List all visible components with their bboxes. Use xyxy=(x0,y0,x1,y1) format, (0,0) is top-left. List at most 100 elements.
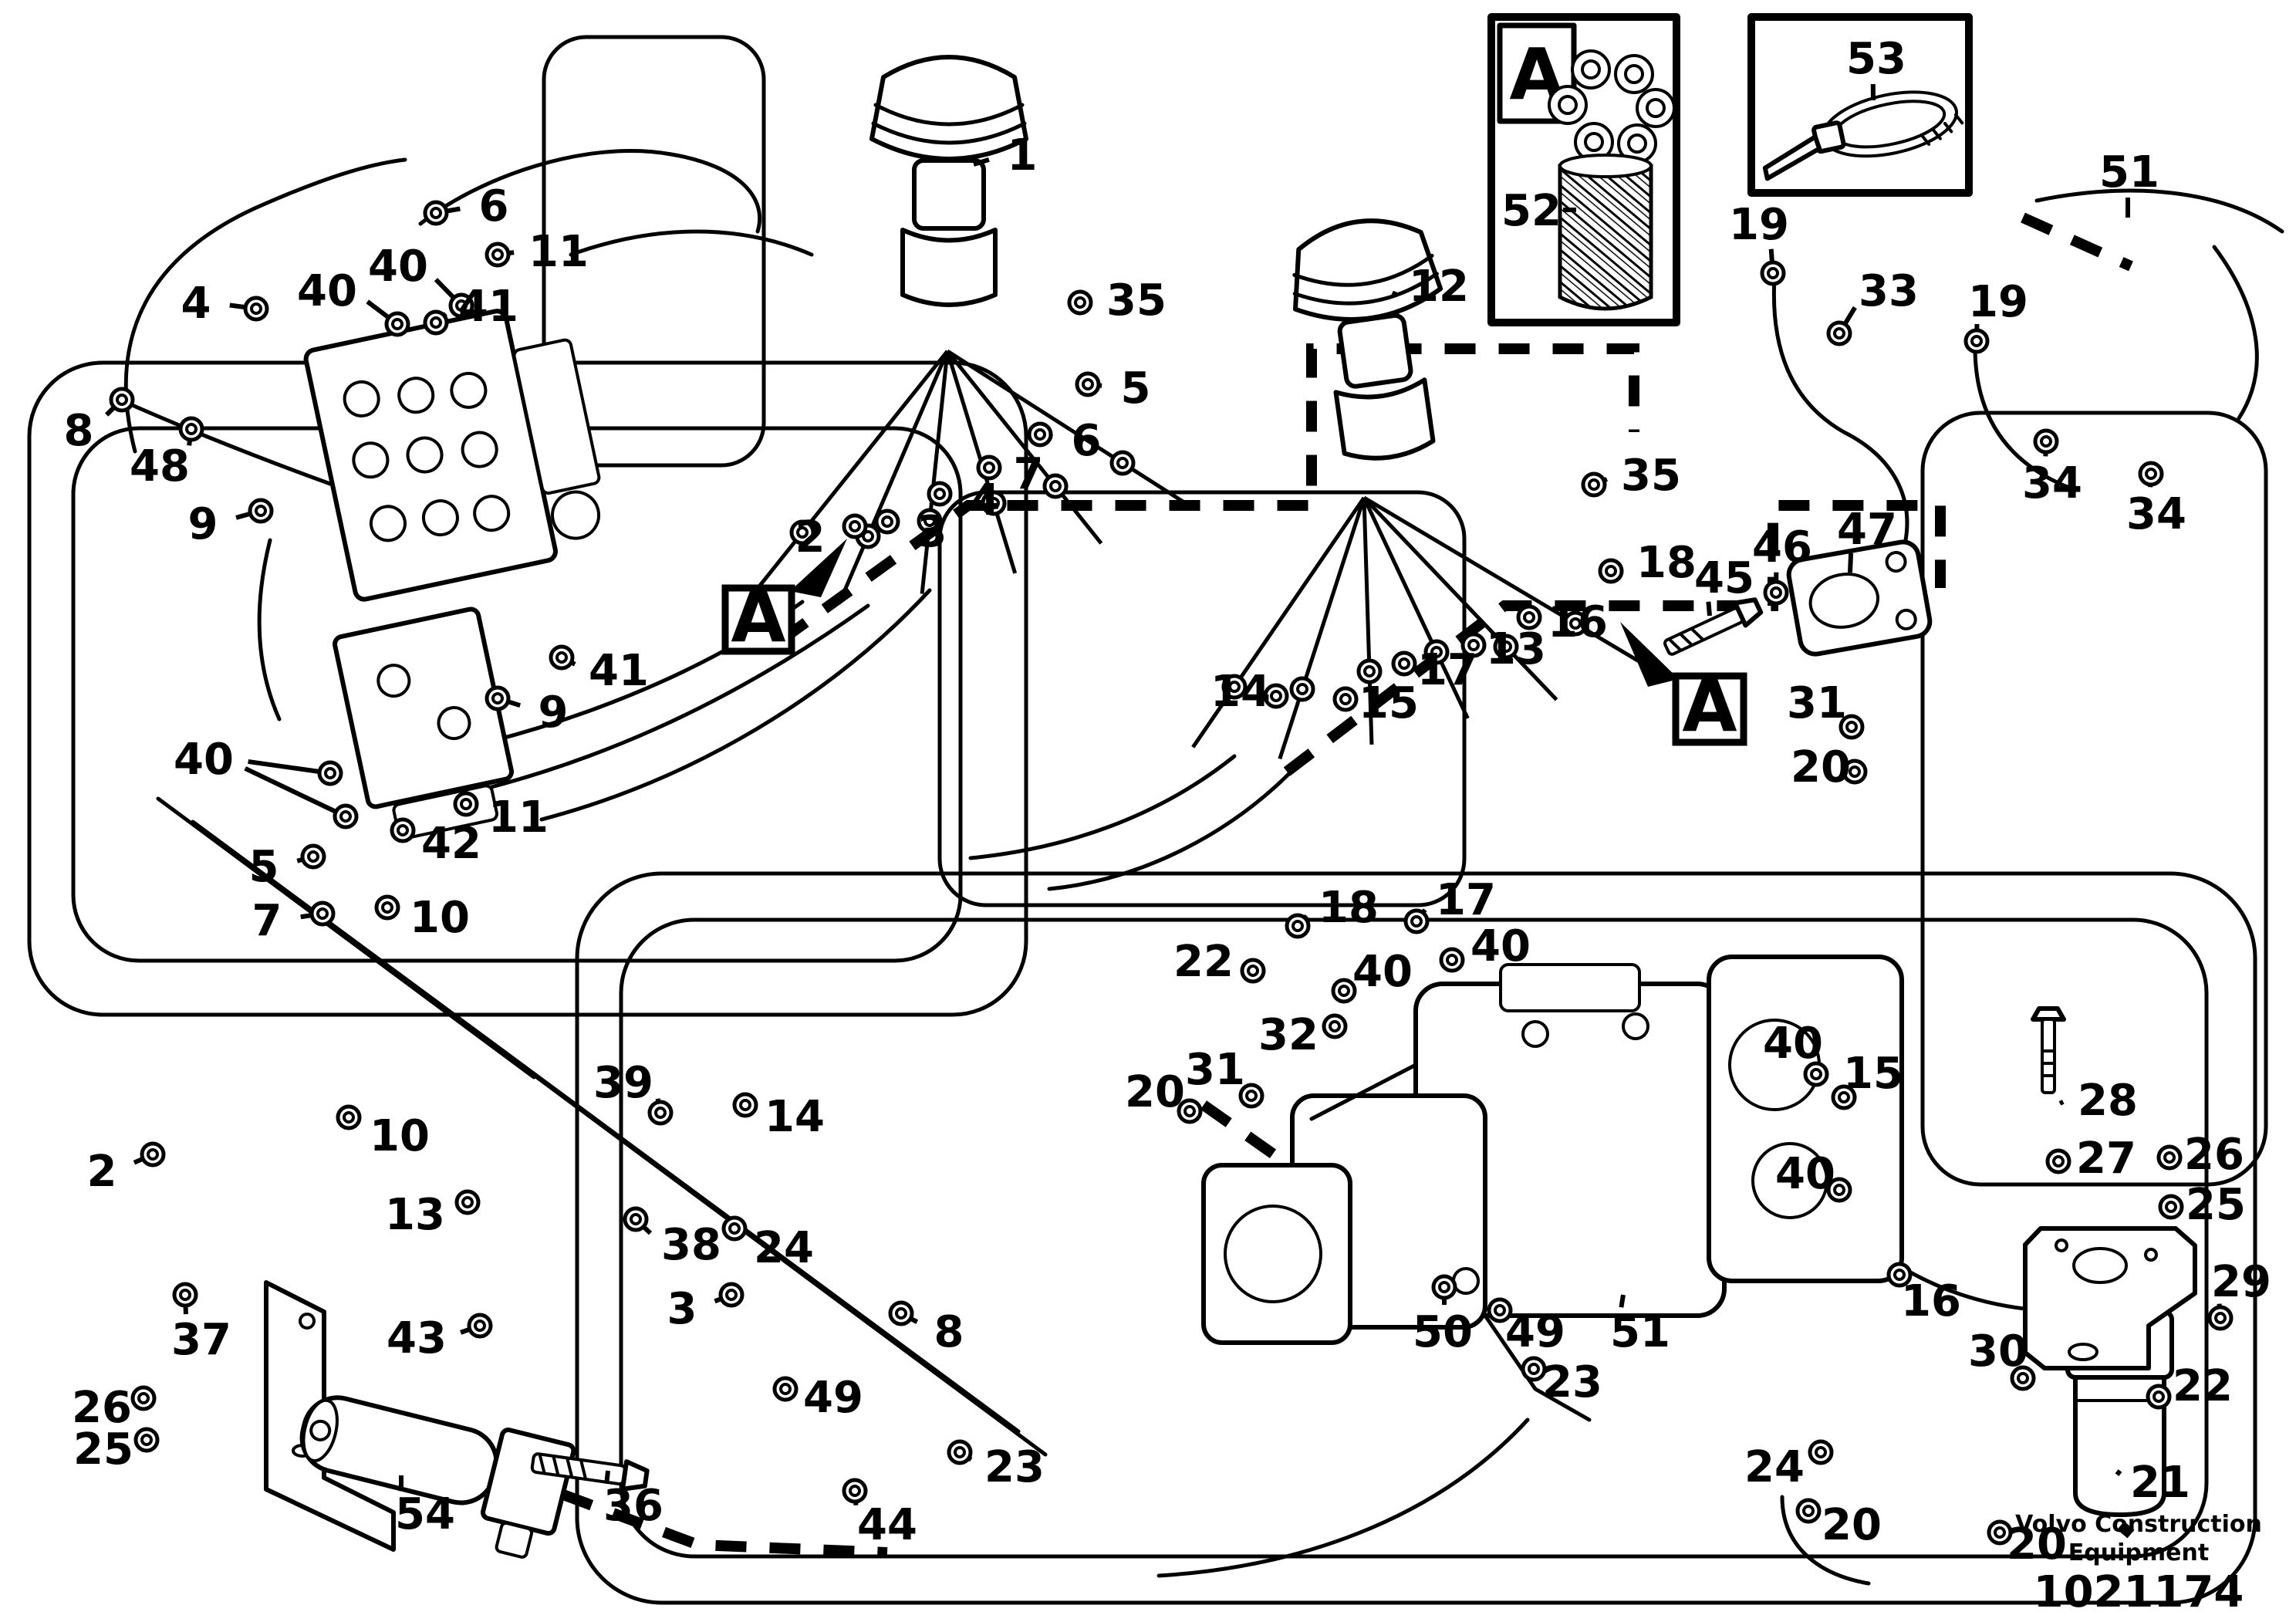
callout-41: 41 xyxy=(589,646,649,696)
fitting-bore-glyph xyxy=(137,1392,150,1404)
callout-31: 31 xyxy=(1787,678,1847,728)
fitting-bore-glyph xyxy=(1082,378,1094,390)
callout-9: 9 xyxy=(539,688,569,738)
hose-bundle-nuts xyxy=(1548,49,1676,164)
fitting-bore-glyph xyxy=(923,515,936,527)
callout-51: 51 xyxy=(1610,1307,1670,1357)
gear-pump-47 xyxy=(1786,539,1933,657)
callout-7: 7 xyxy=(252,896,282,946)
fitting-bore-glyph xyxy=(630,1213,642,1225)
fitting-bore-glyph xyxy=(2017,1372,2029,1384)
fitting-bore-glyph xyxy=(2145,468,2157,480)
fitting-bore-glyph xyxy=(339,810,352,823)
callout-14: 14 xyxy=(1210,667,1271,717)
callout-4: 4 xyxy=(181,279,211,329)
bolt-28 xyxy=(2031,1006,2066,1094)
callout-22: 22 xyxy=(1173,937,1234,987)
fitting-bore-glyph xyxy=(849,1485,861,1497)
fitting-bore-glyph xyxy=(255,505,267,517)
callout-13: 13 xyxy=(385,1190,445,1240)
fitting-bore-glyph xyxy=(2052,1155,2065,1168)
callout-36: 36 xyxy=(603,1481,663,1531)
callout-42: 42 xyxy=(421,819,481,869)
callout-10: 10 xyxy=(410,893,470,943)
callout-13: 13 xyxy=(1486,624,1546,674)
fitting-bore-glyph xyxy=(1528,1363,1540,1375)
callout-24: 24 xyxy=(754,1223,814,1273)
callout-leader xyxy=(1391,290,1398,298)
callout-54: 54 xyxy=(395,1489,455,1539)
fitting-bore-glyph xyxy=(895,1307,907,1320)
fitting-bore-glyph xyxy=(1500,640,1512,653)
callout-33: 33 xyxy=(1859,266,1919,316)
fitting-bore-glyph xyxy=(455,299,468,312)
ref-marker-flag xyxy=(790,539,847,597)
callout-8: 8 xyxy=(64,406,94,456)
fitting-bore-glyph xyxy=(1838,1091,1850,1103)
callout-34: 34 xyxy=(2126,489,2186,539)
fitting-bore-glyph xyxy=(324,767,336,779)
fitting-bore-glyph xyxy=(116,394,128,406)
callout-leader xyxy=(973,157,990,167)
callout-53: 53 xyxy=(1846,34,1906,84)
fitting-bore-glyph xyxy=(1245,1090,1258,1102)
fitting-bore-glyph xyxy=(1074,296,1086,309)
callout-25: 25 xyxy=(2186,1180,2246,1230)
fitting-bore-glyph xyxy=(460,798,472,810)
fitting-bore-glyph xyxy=(391,318,403,330)
fitting-bore-glyph xyxy=(2165,1201,2177,1213)
fitting-bore-glyph xyxy=(725,1289,738,1301)
callout-22: 22 xyxy=(2173,1361,2233,1411)
fitting-bore-glyph xyxy=(1767,267,1779,279)
callout-leader xyxy=(604,1470,610,1485)
callout-26: 26 xyxy=(72,1383,132,1433)
fitting-bore-glyph xyxy=(862,530,874,542)
fitting-bore-glyph xyxy=(1588,478,1600,491)
fitting-bore-glyph xyxy=(1770,586,1782,599)
fitting-bore-glyph xyxy=(430,207,442,219)
callout-2: 2 xyxy=(795,512,826,563)
fitting-bore-glyph xyxy=(2214,1312,2227,1324)
fitting-bore-glyph xyxy=(1970,335,1983,347)
fitting-bore-glyph xyxy=(1446,954,1458,966)
fitting-bore-glyph xyxy=(881,515,893,528)
fitting-bore-glyph xyxy=(179,1289,191,1301)
callout-35: 35 xyxy=(1106,275,1167,326)
fitting-bore-glyph xyxy=(250,302,262,315)
fitting-bore-glyph xyxy=(1292,920,1304,932)
fitting-bore-glyph xyxy=(988,497,1000,509)
ref-marker-box xyxy=(721,584,795,655)
fitting-bore-glyph xyxy=(2152,1391,2165,1403)
fitting-bore-glyph xyxy=(1494,1304,1506,1316)
callout-leader xyxy=(1706,601,1712,617)
detail-box-hose-bundle: A xyxy=(1487,13,1680,326)
callout-32: 32 xyxy=(1258,1010,1319,1060)
fitting-bore-glyph xyxy=(728,1222,741,1235)
callout-leader xyxy=(248,759,331,776)
callout-19: 19 xyxy=(1729,200,1789,250)
callout-39: 39 xyxy=(593,1058,653,1108)
callout-10: 10 xyxy=(370,1111,430,1161)
fitting-bore-glyph xyxy=(1183,1105,1196,1117)
hose-routing-frames xyxy=(27,35,2268,1605)
fitting-bore-glyph xyxy=(491,248,504,261)
callout-27: 27 xyxy=(2076,1134,2136,1184)
reference-markers: AA xyxy=(721,539,1747,748)
fitting-bore-glyph xyxy=(1247,965,1259,977)
legend-company-line1: Volvo Construction xyxy=(2015,1511,2262,1538)
fitting-bore-glyph xyxy=(1849,765,1861,778)
callout-20: 20 xyxy=(1791,742,1851,792)
fitting-bore-glyph xyxy=(1338,985,1350,997)
fitting-bore-glyph xyxy=(430,316,442,329)
bolt-45 xyxy=(1663,597,1764,656)
callout-15: 15 xyxy=(1843,1049,1903,1099)
fitting-bore-glyph xyxy=(1329,1020,1341,1032)
callout-40: 40 xyxy=(1352,947,1413,997)
callout-5: 5 xyxy=(1121,363,1151,414)
callout-3: 3 xyxy=(667,1284,697,1334)
callout-8: 8 xyxy=(934,1307,964,1357)
fitting-bore-glyph xyxy=(1339,693,1352,705)
callout-25: 25 xyxy=(73,1424,133,1475)
legend-block: Volvo Construction Equipment 1021174 xyxy=(2015,1511,2262,1617)
fitting-bore-glyph xyxy=(934,488,946,500)
